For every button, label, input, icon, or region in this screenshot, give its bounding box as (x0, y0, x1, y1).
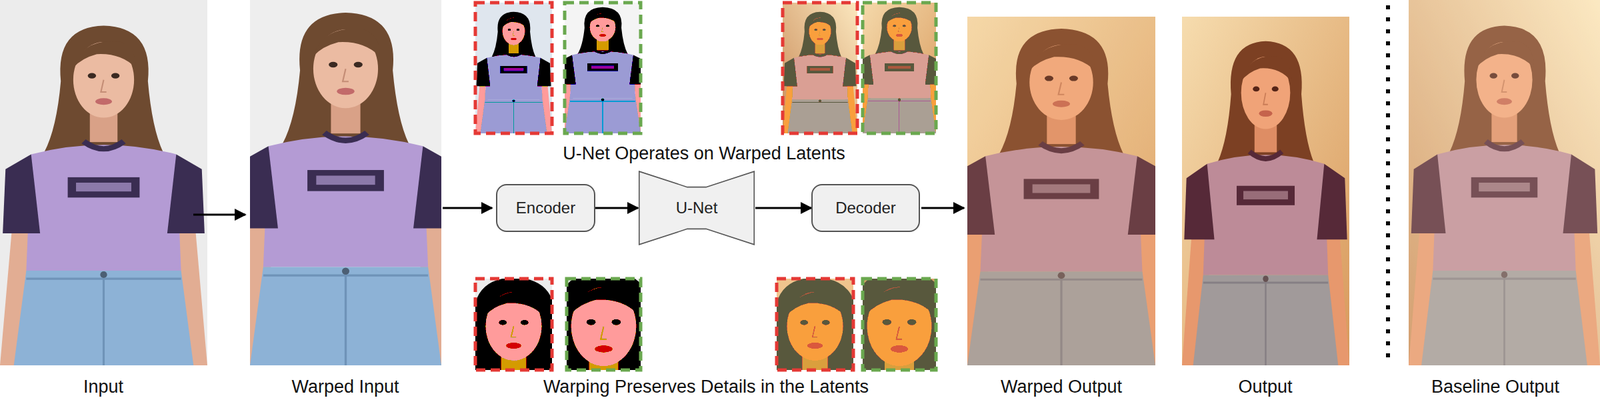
face-crop (492, 243, 715, 400)
flow-arrow (921, 207, 964, 210)
dotted-separator (1386, 5, 1390, 366)
caption-label: Warping Preserves Details in the Latents (543, 376, 869, 398)
caption-label: U-Net Operates on Warped Latents (562, 142, 846, 164)
illustration-part (1408, 0, 1600, 366)
illustration-part (558, 7, 647, 134)
dashed-frame (475, 2, 552, 134)
latent-thumbnail (558, 0, 647, 134)
illustration-part (0, 26, 208, 366)
caption-label: Warped Output (1000, 376, 1122, 398)
caption-label: Baseline Output (1431, 376, 1560, 398)
illustration-part (235, 12, 456, 366)
caption-label: Input (83, 376, 124, 398)
illustration-part (475, 12, 552, 134)
output-photo (1182, 16, 1350, 366)
dashed-frame (776, 278, 854, 370)
illustration-part (857, 7, 942, 134)
dashed-frame (566, 278, 641, 370)
illustration-part (475, 2, 552, 134)
dashed-frame (782, 2, 858, 134)
warped-input-photo (235, 0, 456, 366)
encoder-box: Encoder (496, 184, 596, 232)
illustration-part (1182, 16, 1350, 366)
flow-arrow (595, 207, 638, 210)
illustration-part (782, 12, 858, 134)
latent-thumbnail (782, 2, 858, 134)
latent-thumbnail (857, 0, 942, 134)
dashed-frame (862, 2, 936, 134)
node-label: U-Net (676, 198, 718, 218)
unet-outline-shape (639, 171, 754, 245)
unet-shape: U-Net (638, 170, 756, 246)
illustration-part (952, 3, 1170, 366)
caption-label: Output (1238, 376, 1292, 398)
flow-arrow (755, 207, 812, 210)
node-label: Decoder (835, 198, 896, 218)
illustration-part (235, 0, 456, 366)
decoder-box: Decoder (811, 184, 920, 232)
baseline-output-photo (1408, 0, 1600, 366)
illustration-part (492, 243, 715, 400)
illustration-part (857, 0, 942, 134)
illustration-part (782, 2, 858, 134)
input-photo (0, 0, 208, 366)
illustration-part (1408, 0, 1600, 366)
dashed-frame (564, 2, 641, 134)
illustration-part (1182, 41, 1350, 366)
flow-arrow (442, 207, 492, 210)
dashed-frame (862, 278, 936, 370)
illustration-part (952, 3, 1170, 366)
illustration-part (0, 0, 208, 366)
caption-label: Warped Input (291, 376, 399, 398)
latent-thumbnail (475, 2, 552, 134)
warped-output-photo (952, 3, 1170, 366)
node-label: Encoder (516, 198, 576, 218)
flow-arrow (193, 214, 246, 216)
dashed-frame (475, 278, 552, 370)
illustration-part (558, 0, 647, 134)
